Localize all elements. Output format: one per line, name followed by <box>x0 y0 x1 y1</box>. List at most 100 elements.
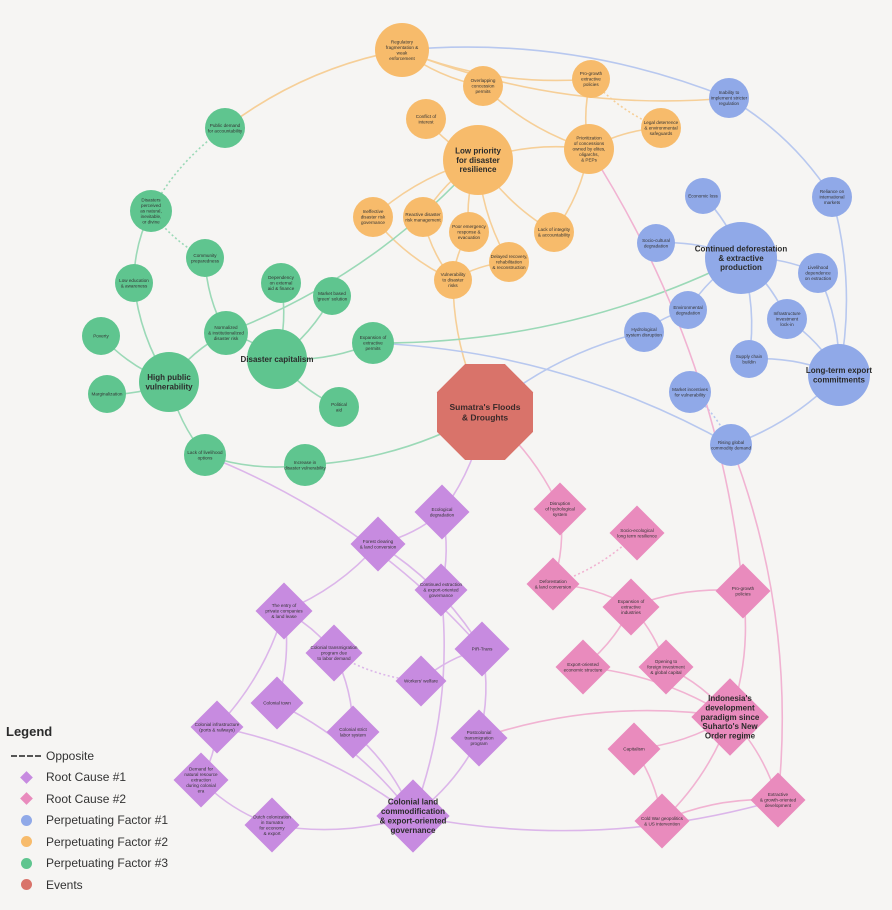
edge-expansionpermits-contdef <box>372 257 742 344</box>
edge-colland-contextr <box>412 589 445 817</box>
circle-shape <box>808 344 870 406</box>
diamond-shape <box>634 793 690 849</box>
diamond-shape <box>305 624 363 682</box>
legend-label: Events <box>46 877 83 892</box>
diamond-shape <box>607 722 661 776</box>
diamond-shape <box>750 772 806 828</box>
node-pirtrans: PIR-Trans <box>454 621 510 677</box>
event-node: Sumatra's Floods& Droughts <box>437 364 533 460</box>
edge-rising-expansionpermits <box>372 342 732 446</box>
circle-shape <box>730 340 768 378</box>
node-label: Disaster capitalism <box>241 355 314 364</box>
diamond-shape <box>533 482 587 536</box>
legend-item-perpetuating-factor-1: Perpetuating Factor #1 <box>6 810 206 832</box>
circle-shape <box>184 434 226 476</box>
diamond-icon <box>6 770 46 784</box>
circle-icon <box>6 814 46 826</box>
legend-item-perpetuating-factor-2: Perpetuating Factor #2 <box>6 831 206 853</box>
diamond-shape <box>450 709 508 767</box>
circle-shape <box>637 224 675 262</box>
circle-shape <box>685 178 721 214</box>
circle-shape <box>284 444 326 486</box>
legend-title: Legend <box>6 724 53 739</box>
diamond-shape <box>350 516 406 572</box>
diamond-shape <box>526 557 580 611</box>
circle-shape <box>261 263 301 303</box>
diamond-shape <box>715 563 771 619</box>
node-forest: Forest clearing& land conversion <box>350 516 406 572</box>
diamond-shape <box>638 639 694 695</box>
diamond-shape <box>244 797 300 853</box>
node-lowedu: Low education& awareness <box>115 264 153 302</box>
node-marketgreen: Market based'green' solution <box>313 277 351 315</box>
circle-shape <box>115 264 153 302</box>
circle-shape <box>705 222 777 294</box>
circle-shape <box>443 125 513 195</box>
diamond-shape <box>414 563 468 617</box>
node-label: Poverty <box>93 334 109 339</box>
node-capitalism2: Capitalism <box>607 722 661 776</box>
circle-shape <box>352 322 394 364</box>
node-lack: Lack of integrity& accountability <box>534 212 574 252</box>
node-label: Lack of integrity& accountability <box>538 227 571 238</box>
circle-shape <box>353 197 393 237</box>
node-marginal: Marginalization <box>88 375 126 413</box>
diamond-shape <box>454 621 510 677</box>
legend-label: Perpetuating Factor #3 <box>46 856 169 871</box>
node-coldwar: Cold War geopolitics& US intervention <box>634 793 690 849</box>
diamond-shape <box>190 700 244 754</box>
circle-shape <box>403 197 443 237</box>
circle-shape <box>489 242 529 282</box>
diamond-shape <box>691 678 769 756</box>
edge-inability-reg <box>401 46 730 99</box>
edge-paradigm-postcol <box>478 709 731 739</box>
circle-shape <box>709 78 749 118</box>
circle-shape <box>624 312 664 352</box>
node-label: Cold War geopolitics& US intervention <box>641 816 684 827</box>
